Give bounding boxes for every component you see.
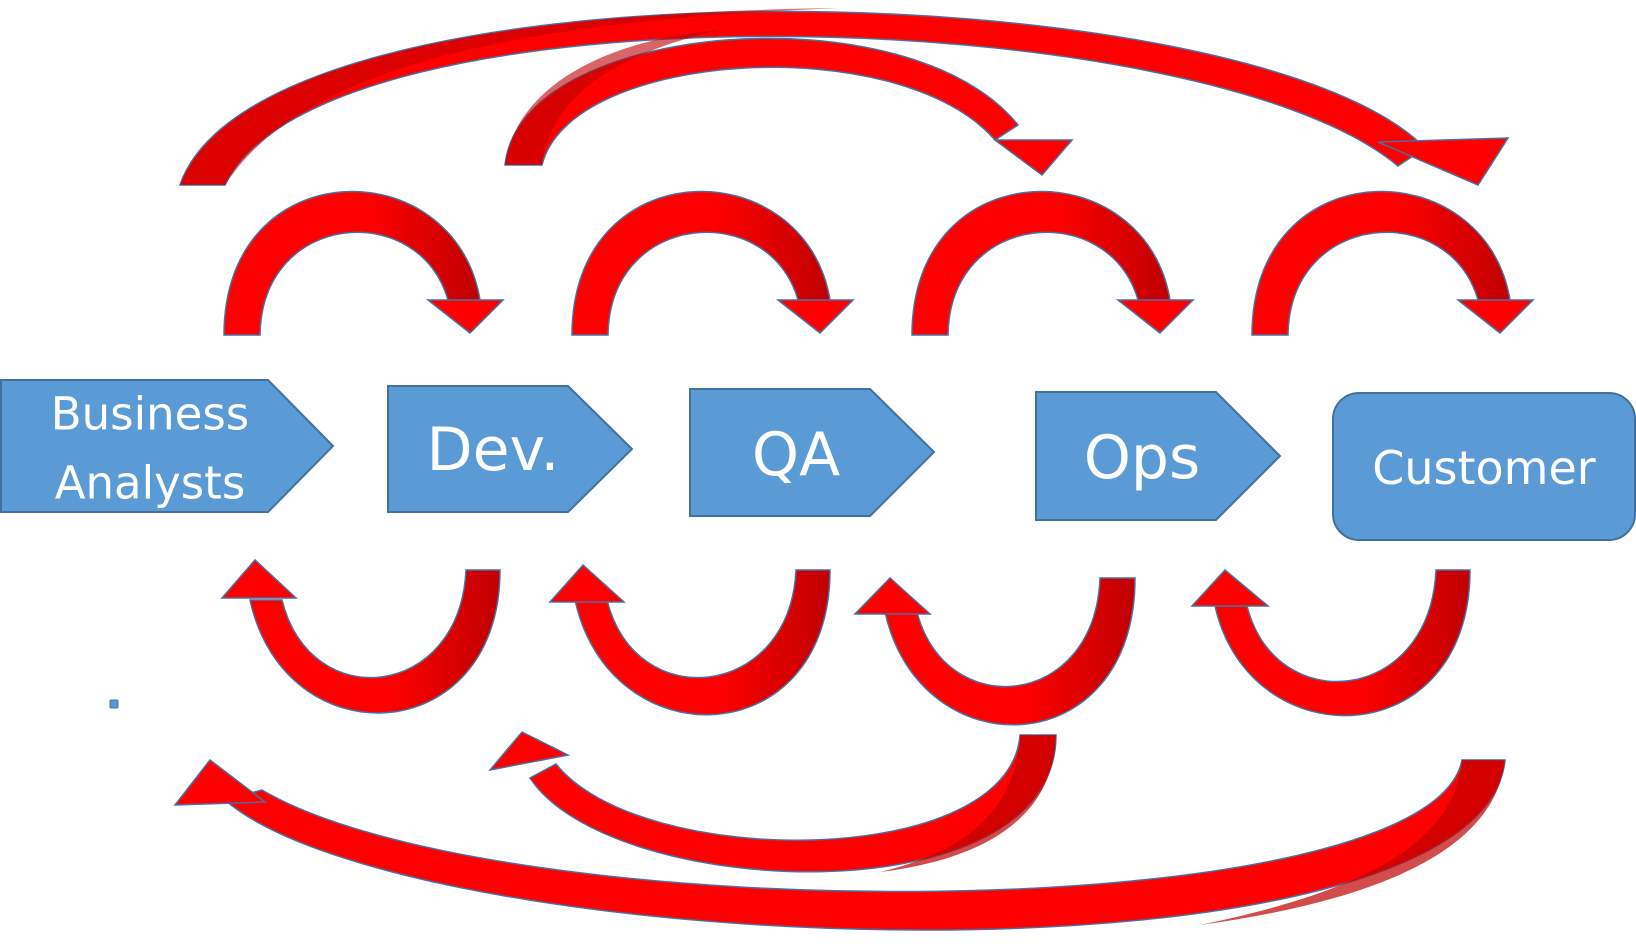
arrow-ribbon-shade [505, 30, 720, 165]
arrow-customer-to-business-analysts [173, 758, 1506, 931]
node-business-analysts: Business Analysts [0, 379, 335, 513]
node-label-line-1: QA [752, 420, 840, 490]
node-shape [689, 388, 936, 517]
arrow-head [425, 299, 505, 335]
node-label-line-1: Ops [1084, 423, 1201, 493]
arrow-head [488, 731, 571, 772]
node-label-line-1: Dev. [426, 415, 559, 485]
arrow-business-analysts-to-dev [223, 190, 505, 336]
node-qa: QA [689, 388, 936, 517]
arrow-head [173, 758, 268, 806]
arrow-head [1115, 299, 1195, 335]
node-dev: Dev. [387, 385, 634, 513]
arrow-head [992, 139, 1074, 177]
arrow-head [548, 563, 626, 603]
arrow-head [775, 299, 855, 335]
arrow-head [220, 558, 298, 599]
arrow-ribbon [911, 190, 1171, 336]
arrow-ops-to-dev [488, 731, 1057, 873]
arrow-head [1455, 299, 1535, 335]
arrow-ribbon [1214, 569, 1471, 717]
arrow-ribbon [884, 577, 1136, 726]
bottom-arrows [173, 558, 1506, 931]
arrow-qa-to-ops [911, 190, 1195, 336]
top-arrows [178, 8, 1535, 336]
node-customer: Customer [1332, 392, 1636, 541]
node-ops: Ops [1035, 391, 1282, 521]
arrow-ribbon [1251, 190, 1511, 336]
arrow-dev-to-ops [504, 30, 1074, 177]
arrow-ribbon [571, 190, 831, 336]
arrow-head [1190, 568, 1271, 607]
node-label-line-2: Analysts [55, 457, 246, 510]
arrow-dev-to-qa [571, 190, 855, 336]
arrow-ops-to-customer [1251, 190, 1535, 336]
arrow-ribbon-shade [880, 735, 1056, 872]
arrow-qa-to-dev [548, 563, 831, 716]
arrow-ribbon [223, 190, 481, 336]
arrow-ribbon [528, 734, 1057, 873]
arrow-ribbon-shade [1200, 760, 1505, 925]
arrow-ops-to-qa [853, 576, 1136, 726]
node-shape [387, 385, 634, 513]
arrow-ribbon [504, 37, 1020, 166]
arrow-business-analysts-to-customer [178, 8, 1510, 186]
node-shape [1332, 392, 1636, 541]
stray-marker [109, 699, 119, 709]
arrow-head [853, 576, 932, 615]
arrow-head [1377, 137, 1510, 186]
nodes: Business Analysts Dev. QA Ops Customer [0, 379, 1636, 541]
node-shape [0, 379, 335, 513]
arrow-ribbon [249, 569, 501, 714]
arrow-dev-to-business-analysts [220, 558, 501, 714]
node-label-line-1: Customer [1372, 441, 1596, 495]
node-label-line-1: Business [51, 388, 249, 441]
arrow-ribbon [178, 10, 1427, 186]
arrow-customer-to-ops [1190, 568, 1471, 717]
node-shape [1035, 391, 1282, 521]
arrow-ribbon-shade [180, 8, 840, 185]
